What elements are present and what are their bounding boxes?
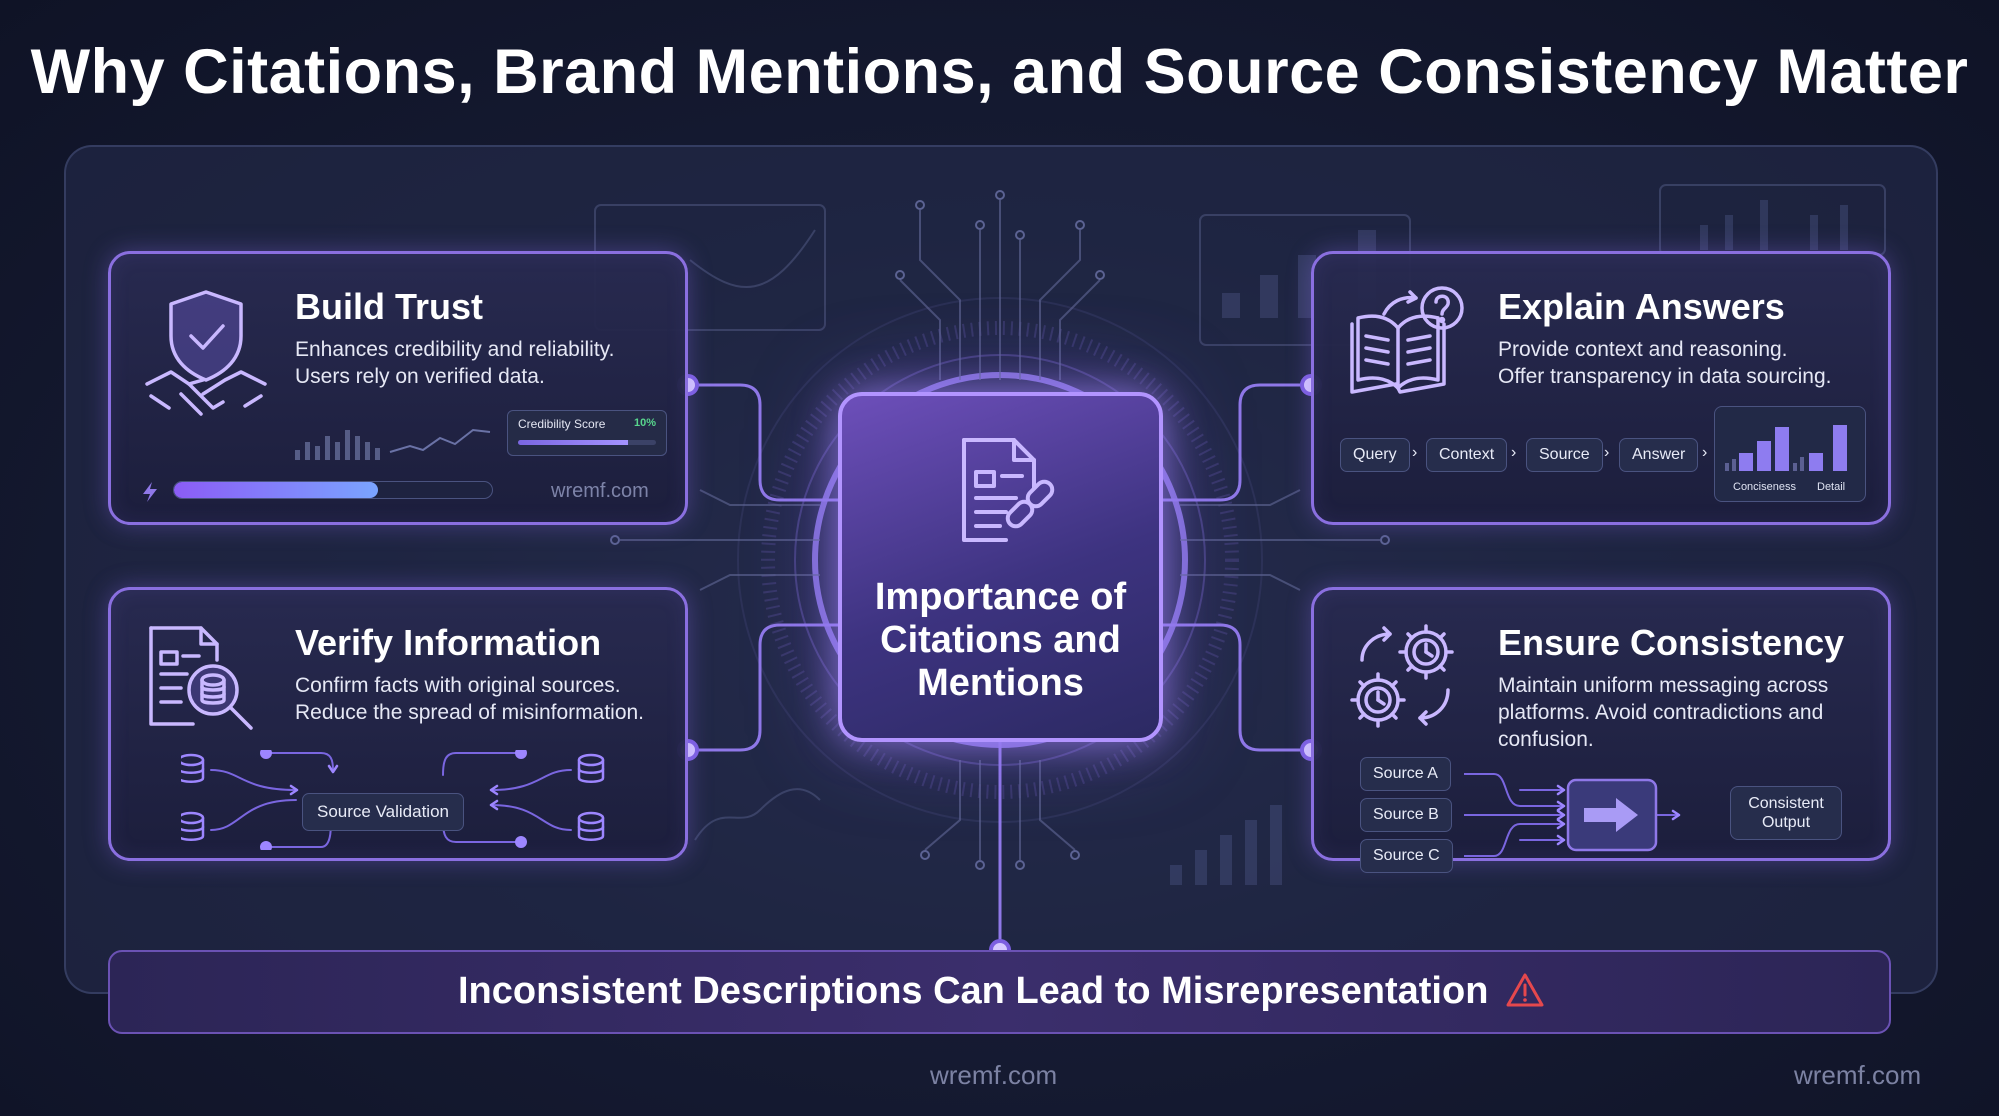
card-verify-information: Verify Information Confirm facts with or… (108, 587, 688, 861)
credibility-score-value: 10% (633, 417, 656, 429)
source-a-label: Source A (1360, 757, 1451, 791)
lightning-icon (143, 482, 157, 502)
database-icons (181, 753, 605, 841)
book-question-icon (1350, 286, 1464, 394)
chevron-right-icon: › (1511, 444, 1517, 461)
card-ensure-consistency: Ensure Consistency Maintain uniform mess… (1311, 587, 1891, 873)
card-description: Provide context and reasoning. Offer tra… (1498, 338, 1832, 388)
page-title: Why Citations, Brand Mentions, and Sourc… (30, 37, 1969, 107)
source-b-label: Source B (1360, 798, 1452, 832)
source-validation-flow (181, 750, 605, 850)
card-title: Verify Information (295, 622, 602, 663)
shield-handshake-icon (145, 290, 267, 416)
card-title: Explain Answers (1498, 286, 1785, 327)
chevron-right-icon: › (1412, 444, 1418, 461)
flow-step-query: Query (1340, 438, 1410, 472)
document-link-icon (962, 438, 1055, 542)
footer-watermark-right: wremf.com (1794, 1060, 1922, 1090)
mini-chart-label-detail: Detail (1817, 481, 1846, 493)
warning-banner: Inconsistent Descriptions Can Lead to Mi… (108, 950, 1891, 1034)
mini-chart-panel: Conciseness Detail (1714, 406, 1866, 502)
trust-progress-bar (173, 481, 493, 499)
card-title: Build Trust (295, 286, 483, 327)
flow-step-answer: Answer (1619, 438, 1699, 472)
warning-triangle-icon (1506, 973, 1544, 1007)
circuit-traces (620, 200, 1380, 860)
card-description: Enhances credibility and reliability. Us… (295, 338, 615, 388)
credibility-score-widget: Credibility Score 10% (507, 410, 667, 456)
card-build-trust: Build Trust Enhances credibility and rel… (108, 251, 688, 525)
card-watermark: wremf.com (551, 480, 649, 502)
consistent-output-box: Consistent Output (1730, 786, 1842, 840)
center-hub: Importance of Citations and Mentions (838, 392, 1163, 742)
chevron-right-icon: › (1702, 444, 1708, 461)
circuit-nodes (610, 190, 1390, 870)
flow-step-context: Context (1426, 438, 1508, 472)
mini-bar-sparkline (295, 428, 491, 460)
center-title: Importance of Citations and Mentions (874, 576, 1127, 704)
document-search-icon (149, 626, 253, 730)
source-c-label: Source C (1360, 839, 1453, 873)
footer-watermark-center: wremf.com (930, 1060, 1058, 1090)
card-description: Confirm facts with original sources. Red… (295, 674, 645, 724)
chevron-right-icon: › (1604, 444, 1610, 461)
credibility-score-bar (518, 440, 656, 445)
trust-progress-fill (174, 482, 378, 498)
source-validation-hub: Source Validation (302, 793, 464, 831)
main-connectors (688, 383, 1311, 950)
consistency-merge-flow (1464, 773, 1681, 857)
warning-banner-text: Inconsistent Descriptions Can Lead to Mi… (110, 970, 1893, 1013)
credibility-score-fill (518, 440, 629, 445)
card-description: Maintain uniform messaging across platfo… (1498, 674, 1829, 751)
mini-bar-chart (1725, 425, 1847, 471)
flow-step-source: Source (1526, 438, 1603, 472)
mini-chart-label-conciseness: Conciseness (1733, 481, 1796, 493)
card-explain-answers: Explain Answers Provide context and reas… (1311, 251, 1891, 525)
card-title: Ensure Consistency (1498, 622, 1845, 663)
gears-sync-icon (1350, 624, 1454, 728)
credibility-score-label: Credibility Score (518, 417, 606, 431)
